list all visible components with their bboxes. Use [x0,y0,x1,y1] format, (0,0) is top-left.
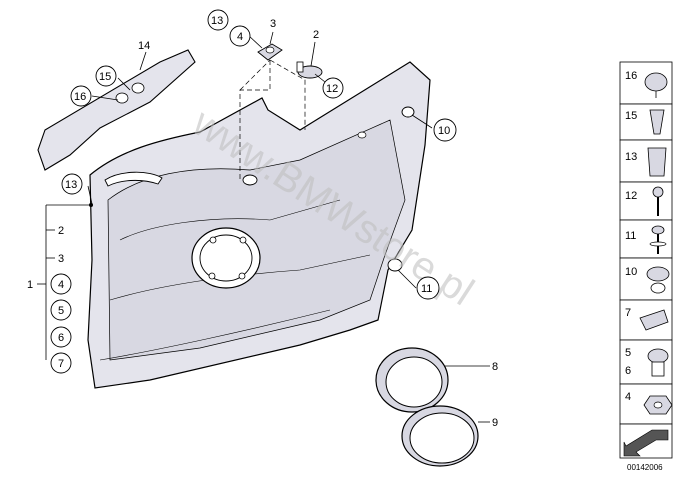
callout-2-top: 2 [313,29,319,41]
parts-legend: 16 15 13 12 11 10 7 5 6 4 [619,61,673,472]
callout-15: 15 [99,71,111,83]
screw-icon [652,186,664,198]
assembly-lines [239,59,306,180]
callout-4-top: 4 [237,31,243,43]
arrow-icon [623,429,669,457]
clip-part-3 [257,43,283,61]
legend-16: 16 [625,70,637,82]
callout-9: 9 [492,417,498,429]
legend-15: 15 [625,110,637,122]
callout-12: 12 [326,83,338,95]
rivet-icon [651,225,665,235]
expanding-nut-icon [649,109,665,135]
callout-2-left: 2 [58,225,64,237]
reference-number: 00142006 [627,463,663,472]
bracket-clip-icon [639,309,669,331]
callout-3-top: 3 [270,18,276,30]
callout-4-left: 4 [58,279,64,291]
speaker-cover-ring [401,405,479,467]
legend-10: 10 [625,266,637,278]
legend-4: 4 [625,391,631,403]
push-clip-icon [646,266,670,282]
callouts: 13 4 3 2 12 14 15 16 10 11 13 2 3 1 4 5 … [27,9,498,429]
leader-lines [37,31,490,423]
callout-14: 14 [138,40,150,52]
callout-10: 10 [438,125,450,137]
callout-13-left: 13 [65,179,77,191]
callout-6: 6 [58,332,64,344]
callout-11: 11 [421,283,432,295]
callout-3-left: 3 [58,253,64,265]
legend-11: 11 [625,230,636,242]
legend-6: 6 [625,365,631,377]
plug-cap-icon [644,72,668,92]
clip-part-2 [296,61,323,79]
fastener-clip-icon [647,348,669,364]
rear-side-trim-panel [87,61,431,389]
spring-nut-icon [647,147,667,177]
speaker-seal-ring [375,347,449,413]
callout-5: 5 [58,305,64,317]
legend-13: 13 [625,151,637,163]
legend-12: 12 [625,190,637,202]
callout-7: 7 [58,358,64,370]
legend-5: 5 [625,347,631,359]
callout-16: 16 [74,91,86,103]
callout-13-top: 13 [211,15,223,27]
callout-1: 1 [27,279,33,291]
callout-8: 8 [492,361,498,373]
legend-7: 7 [625,307,631,319]
pillar-trim-strip [37,49,196,171]
